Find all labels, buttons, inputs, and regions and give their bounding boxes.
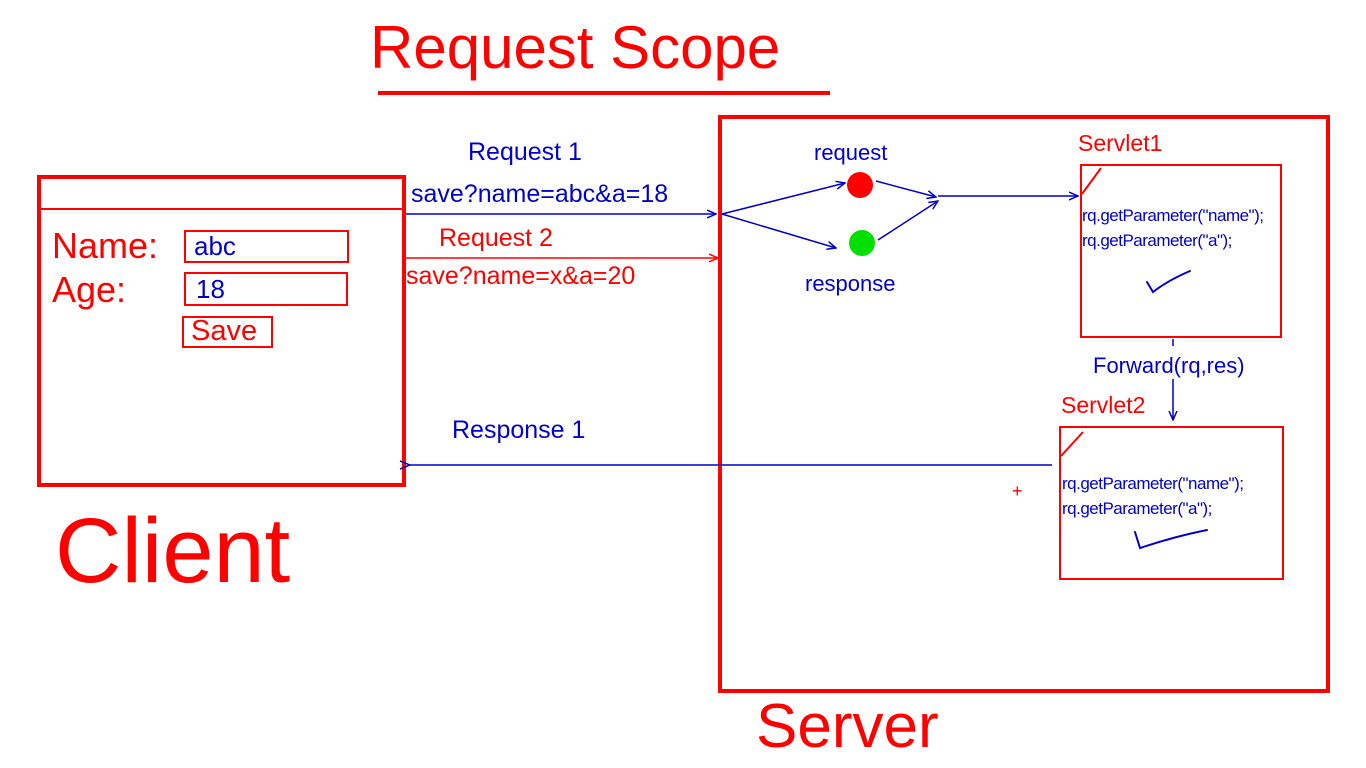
- forward-label: Forward(rq,res): [1093, 353, 1245, 378]
- servlet2-code-line-1: rq.getParameter("name");: [1062, 474, 1244, 493]
- servlet2-title: Servlet2: [1061, 392, 1146, 418]
- response-object-label: response: [805, 271, 896, 296]
- servlet1-code-line-2: rq.getParameter("a");: [1082, 231, 1232, 250]
- diagram-title: Request Scope: [370, 14, 781, 81]
- request-2-label: Request 2: [439, 224, 553, 252]
- client-window-titlebar: [41, 179, 402, 210]
- response-1-label: Response 1: [452, 416, 586, 444]
- client-window: [37, 175, 406, 487]
- server-label: Server: [756, 692, 939, 761]
- request-1-url: save?name=abc&a=18: [411, 180, 669, 208]
- servlet1-title: Servlet1: [1078, 130, 1163, 156]
- server-box: [718, 115, 1330, 693]
- age-input-value: 18: [196, 274, 225, 304]
- age-label: Age:: [52, 269, 127, 310]
- servlet2-box: [1059, 426, 1284, 580]
- plus-mark: +: [1012, 481, 1023, 501]
- name-input-value: abc: [194, 231, 236, 261]
- save-button-label: Save: [191, 315, 258, 347]
- request-object-label: request: [814, 140, 888, 165]
- age-input[interactable]: [184, 272, 348, 306]
- name-input[interactable]: [184, 230, 349, 263]
- request-2-url: save?name=x&a=20: [406, 262, 636, 290]
- servlet1-box: [1080, 164, 1282, 338]
- servlet2-code-line-2: rq.getParameter("a");: [1062, 499, 1212, 518]
- name-label: Name:: [52, 225, 159, 266]
- servlet1-code-line-1: rq.getParameter("name");: [1082, 206, 1264, 225]
- save-button[interactable]: [182, 316, 273, 348]
- request-1-label: Request 1: [468, 138, 582, 166]
- client-label: Client: [55, 500, 291, 602]
